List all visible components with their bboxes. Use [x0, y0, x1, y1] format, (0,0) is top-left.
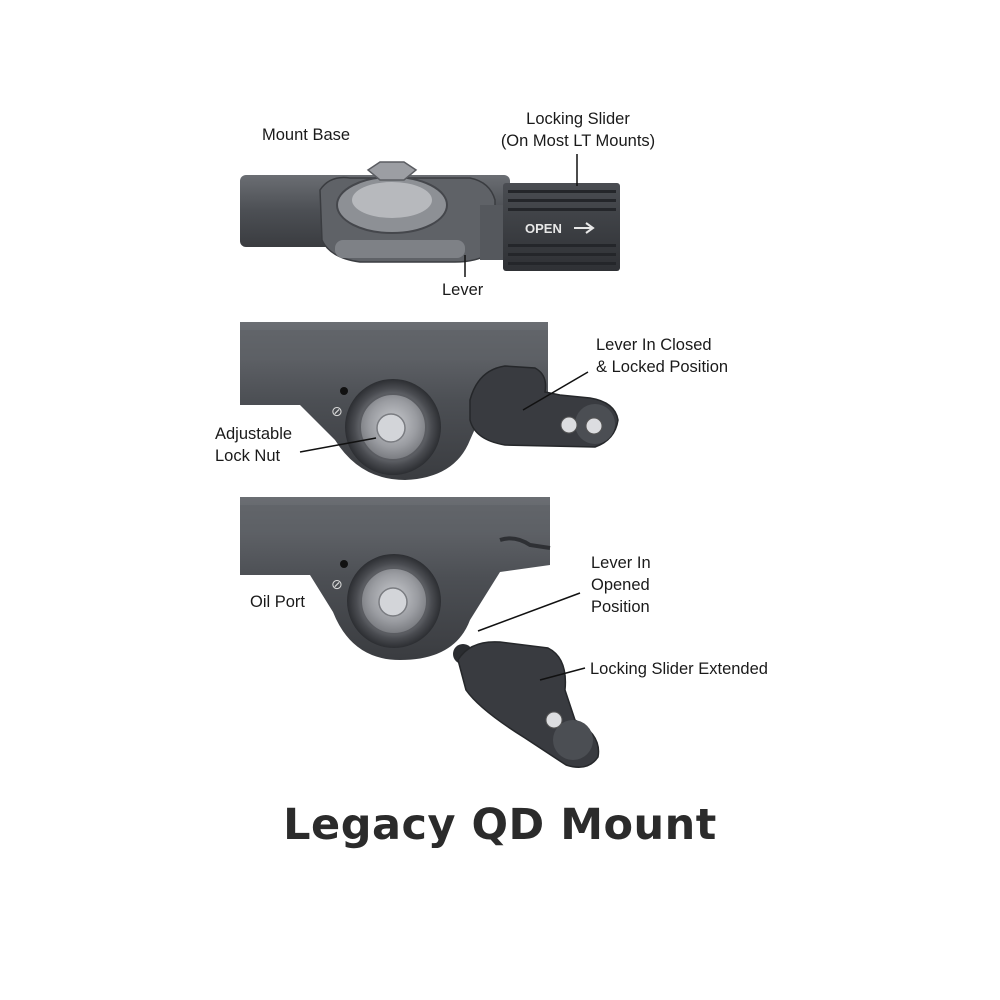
label-locking-slider-line2: (On Most LT Mounts) [500, 132, 656, 150]
oil-port-dot [340, 387, 348, 395]
label-oil-port: Oil Port [250, 593, 306, 611]
leader-lever-opened [477, 592, 581, 632]
slider-groove [508, 199, 616, 202]
label-lock-nut-line2: Lock Nut [215, 447, 281, 465]
svg-text:⊘: ⊘ [331, 577, 343, 593]
label-lever-closed-line2: & Locked Position [596, 358, 729, 376]
label-lever-opened: Lever In Opened Position [591, 552, 651, 618]
label-lever-opened-line1: Lever In [591, 554, 651, 572]
svg-text:⊘: ⊘ [331, 404, 343, 420]
label-locking-slider: Locking Slider (On Most LT Mounts) [483, 108, 673, 152]
panel-middle-lever-closed: ⊘ [240, 322, 619, 480]
label-mount-base: Mount Base [262, 126, 351, 144]
leader-lock-nut [299, 437, 377, 453]
leader-slider-extended [539, 667, 586, 681]
panel-bottom-lever-opened: ⊘ [240, 497, 600, 768]
label-lever-opened-line3: Position [591, 598, 650, 616]
slider-groove [508, 208, 616, 211]
label-locking-slider-extended: Locking Slider Extended [590, 660, 768, 678]
slider-groove [508, 262, 616, 265]
oil-port-dot-2 [340, 560, 348, 568]
slider-groove [508, 244, 616, 247]
label-lever-opened-line2: Opened [591, 576, 650, 594]
arrow-right-icon [574, 222, 595, 234]
label-lever-closed: Lever In Closed & Locked Position [596, 334, 728, 378]
leader-lever-closed [522, 371, 589, 411]
label-lock-nut-line1: Adjustable [215, 425, 293, 443]
page-title: Legacy QD Mount [283, 800, 717, 850]
locking-slider [503, 183, 620, 271]
slider-groove [508, 190, 616, 193]
open-marking: OPEN [525, 221, 562, 236]
label-lever: Lever [442, 281, 484, 299]
mount-base-body [240, 161, 510, 263]
label-adjustable-lock-nut: Adjustable Lock Nut [215, 423, 292, 467]
label-locking-slider-line1: Locking Slider [526, 110, 630, 128]
slider-groove [508, 253, 616, 256]
label-lever-closed-line1: Lever In Closed [596, 336, 712, 354]
